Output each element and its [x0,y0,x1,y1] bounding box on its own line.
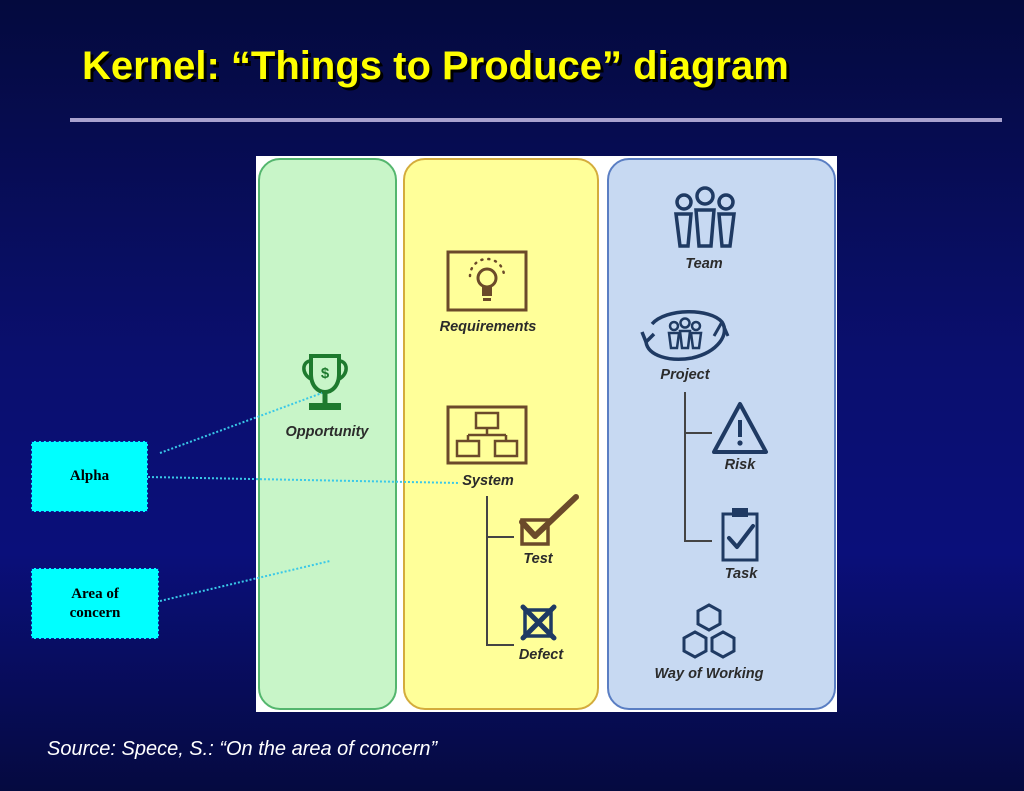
area-of-concern-callout: Area of concern [31,568,159,639]
team-label: Team [685,256,723,272]
trophy-icon: $ [302,354,348,410]
way-of-working-label: Way of Working [654,666,764,682]
opportunity-label: Opportunity [285,424,369,440]
kernel-diagram: $ Opportunity Requirements System Test D… [256,156,837,712]
alpha-to-opportunity-line [159,392,323,454]
checkbox-check-icon [519,494,579,546]
source-citation: Source: Spece, S.: “On the area of conce… [47,738,438,760]
org-chart-icon [446,405,528,465]
alpha-to-system-line [147,476,461,484]
system-tree-trunk [486,496,488,646]
warning-triangle-icon [712,402,768,454]
system-tree-branch-defect [486,644,514,646]
project-tree-branch-risk [684,432,712,434]
area-of-concern-text-line1: Area of [71,585,119,602]
alpha-callout-text: Alpha [69,468,110,484]
clipboard-check-icon [721,508,759,562]
task-label: Task [724,566,758,582]
system-label: System [462,473,514,489]
project-tree-branch-task [684,540,712,542]
test-label: Test [523,551,553,567]
area-of-concern-text-line2: concern [69,604,121,621]
area-to-column-line [159,560,331,602]
hexagons-icon [682,603,736,659]
defect-label: Defect [518,647,564,663]
people-group-icon [674,186,736,248]
project-tree-trunk [684,392,686,542]
checkbox-cross-icon [520,604,557,641]
risk-label: Risk [724,457,756,473]
requirements-label: Requirements [439,319,537,335]
title-divider [70,118,1002,122]
customer-column [258,158,397,710]
system-tree-branch-test [486,536,514,538]
svg-text:$: $ [321,365,330,382]
project-label: Project [660,367,710,383]
alpha-callout: Alpha [31,441,148,512]
lightbulb-icon [446,250,528,312]
slide-title: Kernel: “Things to Produce” diagram [82,44,789,88]
people-cycle-icon [640,310,730,361]
